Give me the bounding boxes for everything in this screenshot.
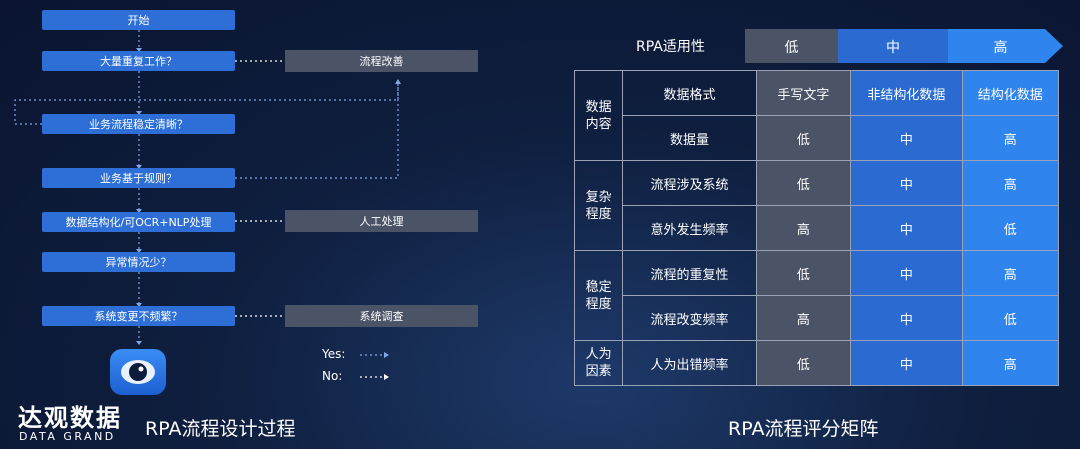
criterion-cell: 人为出错频率: [622, 340, 757, 386]
flow-step-structured-data: 数据结构化/可OCR+NLP处理: [42, 212, 235, 232]
category-human-factor: 人为因素: [573, 340, 624, 386]
flow-step-system-stable: 系统变更不频繁？: [42, 306, 235, 326]
process-improvement-box: 流程改善: [285, 50, 478, 72]
score-mid-cell: 中: [850, 205, 963, 251]
table-row: 数据量 低 中 高: [575, 115, 1060, 161]
brand-subtitle: DATA GRAND: [19, 430, 116, 443]
level-header-mid: 非结构化数据: [850, 70, 963, 116]
legend-yes-label: Yes:: [322, 347, 346, 361]
score-mid-cell: 中: [850, 340, 963, 386]
criterion-cell: 数据格式: [622, 70, 757, 116]
flow-step-rule-based: 业务基于规则？: [42, 168, 235, 188]
flow-step-few-exceptions: 异常情况少？: [42, 252, 235, 272]
matrix-caption: RPA流程评分矩阵: [728, 418, 879, 440]
score-high-cell: 低: [961, 295, 1060, 341]
score-low-cell: 高: [755, 205, 852, 251]
score-low-cell: 低: [755, 340, 852, 386]
level-header-low: 手写文字: [755, 70, 852, 116]
table-row: 流程改变频率 高 中 低: [575, 295, 1060, 341]
score-high-cell: 高: [961, 160, 1060, 206]
score-high-cell: 低: [961, 205, 1060, 251]
criterion-cell: 流程的重复性: [622, 250, 757, 296]
suitability-arrow: [745, 29, 1063, 63]
score-high-cell: 高: [961, 250, 1060, 296]
criterion-cell: 数据量: [622, 115, 757, 161]
score-low-cell: 低: [755, 250, 852, 296]
brand-logo-text: 达观数据: [18, 404, 122, 432]
manual-processing-box: 人工处理: [285, 210, 478, 232]
score-mid-cell: 中: [850, 115, 963, 161]
score-low-cell: 高: [755, 295, 852, 341]
criterion-cell: 流程涉及系统: [622, 160, 757, 206]
system-investigation-box: 系统调查: [285, 305, 478, 327]
score-low-cell: 低: [755, 160, 852, 206]
flow-step-stable: 业务流程稳定清晰？: [42, 114, 235, 134]
rpa-score-matrix: 数据内容 数据格式 手写文字 非结构化数据 结构化数据 数据量 低 中 高 复杂…: [573, 70, 1060, 386]
level-header-high: 结构化数据: [961, 70, 1060, 116]
score-mid-cell: 中: [850, 250, 963, 296]
flow-caption: RPA流程设计过程: [145, 418, 296, 440]
table-row: 稳定程度 流程的重复性 低 中 高: [573, 250, 1060, 341]
flow-step-start: 开始: [42, 10, 235, 30]
score-high-cell: 高: [961, 115, 1060, 161]
robot-icon: [110, 349, 166, 395]
score-high-cell: 高: [961, 340, 1060, 386]
score-mid-cell: 中: [850, 160, 963, 206]
category-complexity: 复杂程度: [573, 160, 624, 251]
criterion-cell: 意外发生频率: [622, 205, 757, 251]
table-row: 意外发生频率 高 中 低: [575, 205, 1060, 251]
category-stability: 稳定程度: [573, 250, 624, 341]
table-row: 人为因素 人为出错频率 低 中 高: [573, 340, 1060, 386]
suitability-high: 高: [993, 40, 1008, 56]
category-data-content: 数据内容: [573, 70, 624, 161]
suitability-label: RPA适用性: [636, 39, 705, 55]
score-low-cell: 低: [755, 115, 852, 161]
score-mid-cell: 中: [850, 295, 963, 341]
table-row: 数据内容 数据格式 手写文字 非结构化数据 结构化数据: [573, 70, 1060, 161]
criterion-cell: 流程改变频率: [622, 295, 757, 341]
flow-step-repetitive: 大量重复工作？: [42, 51, 235, 71]
suitability-mid: 中: [886, 40, 900, 56]
table-row: 复杂程度 流程涉及系统 低 中 高: [573, 160, 1060, 251]
suitability-low: 低: [784, 40, 799, 56]
legend-no-label: No:: [322, 369, 343, 383]
